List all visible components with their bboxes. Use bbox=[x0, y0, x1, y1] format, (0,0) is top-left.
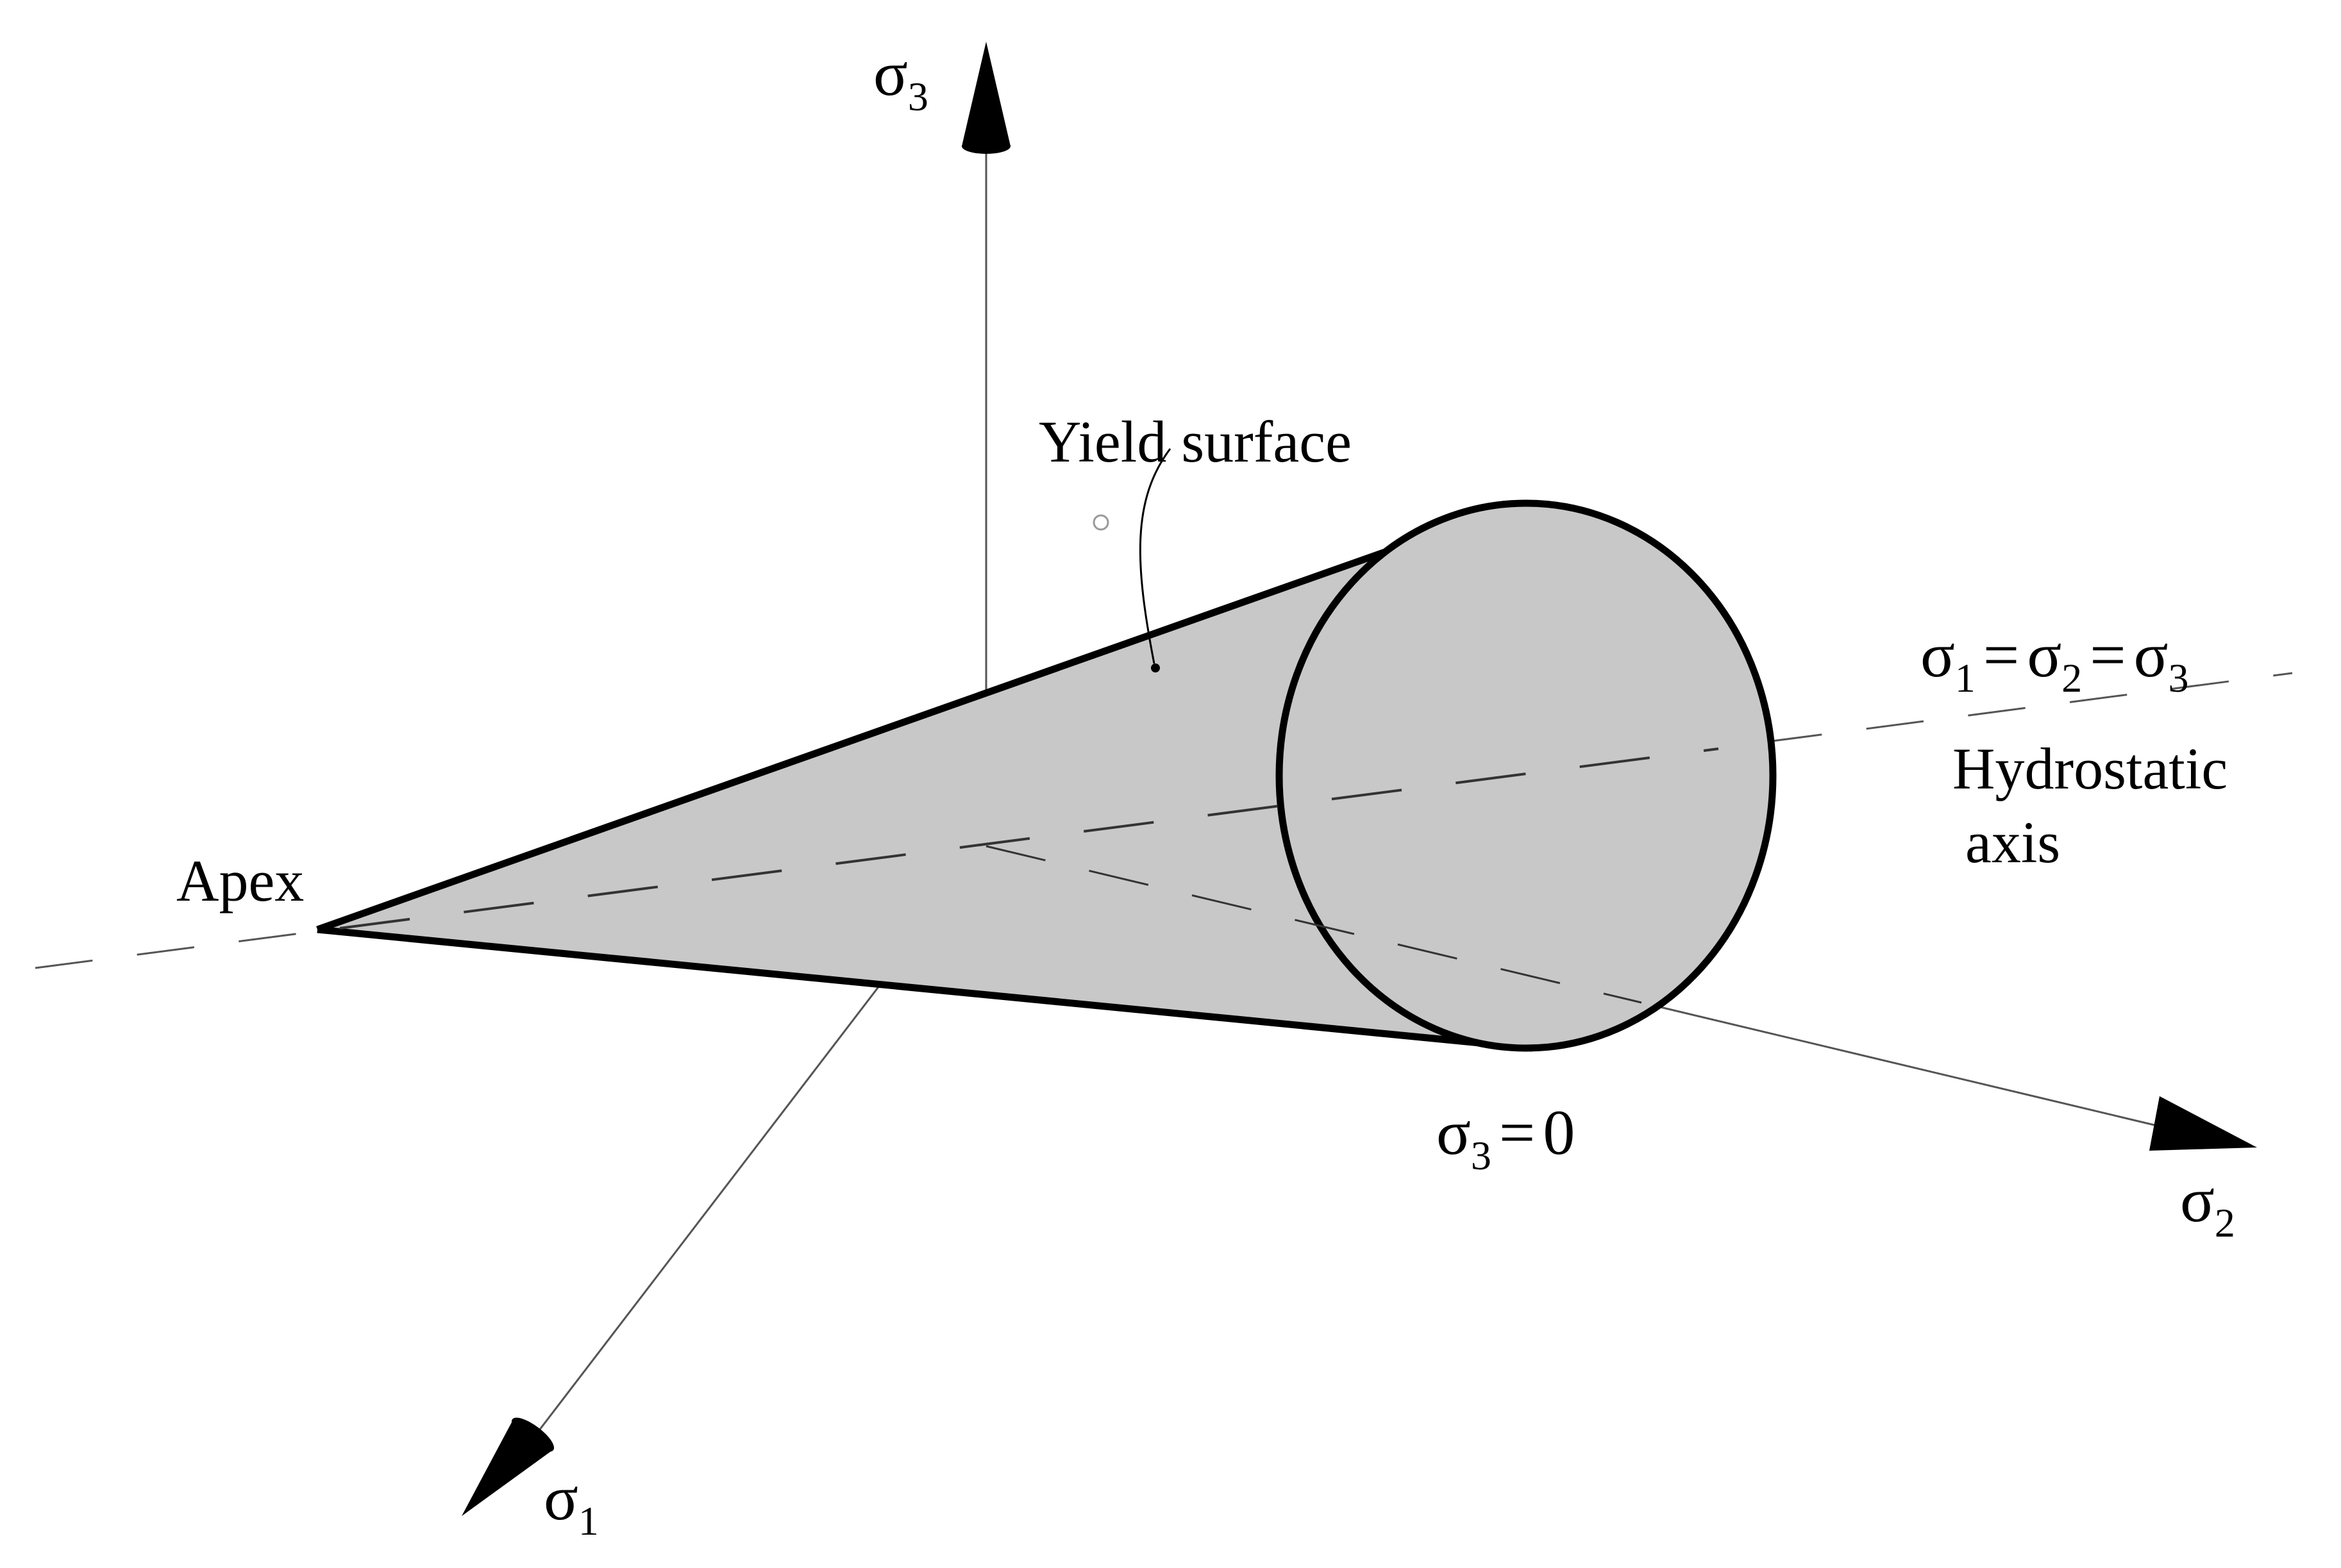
cone-base-ellipse bbox=[1275, 499, 1777, 1052]
sigma3-zero-label: σ3=0 bbox=[1436, 1097, 1575, 1178]
sigma3-axis-label: σ3 bbox=[873, 38, 928, 119]
sigma2-axis-hidden bbox=[986, 845, 1642, 1004]
hydrostatic-axis-inner bbox=[339, 747, 1719, 930]
cone-lower-edge bbox=[317, 926, 1533, 1052]
yield-surface-cone bbox=[317, 503, 1532, 1048]
hydrostatic-equation-label: σ1=σ2=σ3 bbox=[1920, 619, 2189, 701]
apex-label: Apex bbox=[176, 848, 304, 913]
sigma2-axis-label: σ2 bbox=[2180, 1164, 2235, 1246]
yield-surface-label: Yield surface bbox=[1039, 409, 1352, 474]
sigma1-axis-label: σ1 bbox=[544, 1462, 599, 1544]
cone-upper-edge bbox=[316, 499, 1524, 933]
small-marker-circle bbox=[1093, 514, 1109, 531]
hydrostatic-axis-label-line2: axis bbox=[1965, 810, 2060, 875]
hydrostatic-axis-label-line1: Hydrostatic bbox=[1952, 736, 2228, 801]
sigma3-arrowhead-icon bbox=[962, 42, 1011, 154]
yield-surface-leader bbox=[1139, 448, 1171, 664]
sigma2-arrowhead-icon bbox=[2149, 1096, 2257, 1151]
yield-surface-leader-dot bbox=[1151, 663, 1160, 672]
sigma1-arrowhead-icon bbox=[462, 1417, 555, 1516]
